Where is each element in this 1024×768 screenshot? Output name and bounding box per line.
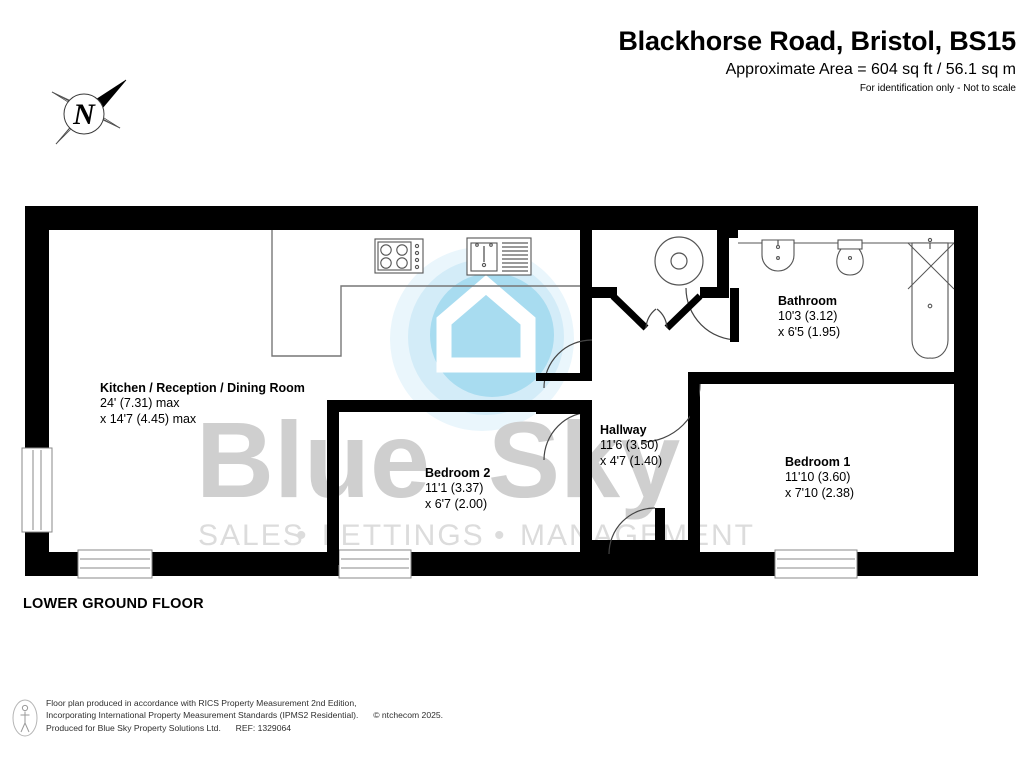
room-dim-1: 11'6 (3.50) bbox=[600, 438, 659, 453]
watermark-tagline-management: MANAGEMENT bbox=[520, 519, 755, 552]
room-name: Bedroom 2 bbox=[425, 466, 491, 480]
room-label-bathroom: Bathroom 10'3 (3.12) x 6'5 (1.95) bbox=[778, 294, 840, 340]
footer-copyright: © ntchecom 2025. bbox=[373, 710, 444, 721]
room-dim-1: 11'10 (3.60) bbox=[785, 470, 851, 485]
north-arrow-icon: N bbox=[51, 79, 127, 145]
watermark-tagline-dot-1: • bbox=[296, 519, 309, 552]
room-label-kitchen: Kitchen / Reception / Dining Room 24' (7… bbox=[100, 381, 305, 427]
room-name: Kitchen / Reception / Dining Room bbox=[100, 381, 305, 395]
cupboard-double-doors bbox=[610, 293, 703, 331]
footer-line-3a: Produced for Blue Sky Property Solutions… bbox=[46, 722, 221, 733]
room-name: Hallway bbox=[600, 423, 647, 437]
room-dim-2: x 6'5 (1.95) bbox=[778, 324, 841, 339]
room-dim-2: x 7'10 (2.38) bbox=[785, 485, 855, 500]
watermark-tagline-lettings: LETTINGS bbox=[322, 519, 485, 552]
room-dim-1: 11'1 (3.37) bbox=[425, 481, 484, 496]
watermark-tagline-dot-2: • bbox=[494, 519, 507, 552]
footer-line-1: Floor plan produced in accordance with R… bbox=[46, 698, 357, 708]
window-bottom-kitchen bbox=[77, 549, 153, 579]
plan-footer: Floor plan produced in accordance with R… bbox=[12, 697, 532, 749]
bath-icon bbox=[907, 237, 955, 359]
toilet-icon bbox=[836, 239, 864, 276]
disclaimer-text: For identification only - Not to scale bbox=[859, 83, 1016, 94]
watermark-tagline-sales: SALES bbox=[198, 519, 305, 552]
window-left bbox=[21, 447, 53, 533]
floor-level-caption: LOWER GROUND FLOOR bbox=[23, 596, 204, 612]
watermark-brand-blue: Blue bbox=[196, 405, 430, 520]
room-name: Bathroom bbox=[778, 294, 838, 308]
person-scale-icon bbox=[12, 699, 38, 737]
footer-line-2a: Incorporating International Property Mea… bbox=[46, 710, 359, 721]
room-label-bedroom1: Bedroom 1 11'10 (3.60) x 7'10 (2.38) bbox=[785, 455, 854, 501]
door-bathroom bbox=[685, 287, 739, 342]
room-label-bedroom2: Bedroom 2 11'1 (3.37) x 6'7 (2.00) bbox=[425, 466, 490, 512]
room-dim-1: 24' (7.31) max bbox=[100, 396, 180, 411]
bathroom-fixtures bbox=[738, 237, 955, 359]
approximate-area-text: Approximate Area = 604 sq ft / 56.1 sq m bbox=[725, 61, 1016, 78]
page-title: Blackhorse Road, Bristol, BS15 bbox=[618, 26, 1016, 56]
plan-header: Blackhorse Road, Bristol, BS15 Approxima… bbox=[0, 0, 1024, 110]
room-dim-2: x 4'7 (1.40) bbox=[600, 453, 663, 468]
hot-water-cylinder-icon bbox=[654, 236, 704, 286]
washbasin-icon bbox=[761, 239, 795, 272]
room-dim-1: 10'3 (3.12) bbox=[778, 309, 838, 324]
room-label-hallway: Hallway 11'6 (3.50) x 4'7 (1.40) bbox=[600, 423, 662, 469]
compass-north-label: N bbox=[72, 98, 96, 131]
footer-reference: REF: 1329064 bbox=[235, 722, 292, 733]
room-dim-2: x 14'7 (4.45) max bbox=[100, 411, 197, 426]
room-name: Bedroom 1 bbox=[785, 455, 851, 469]
room-dim-2: x 6'7 (2.00) bbox=[425, 496, 488, 511]
